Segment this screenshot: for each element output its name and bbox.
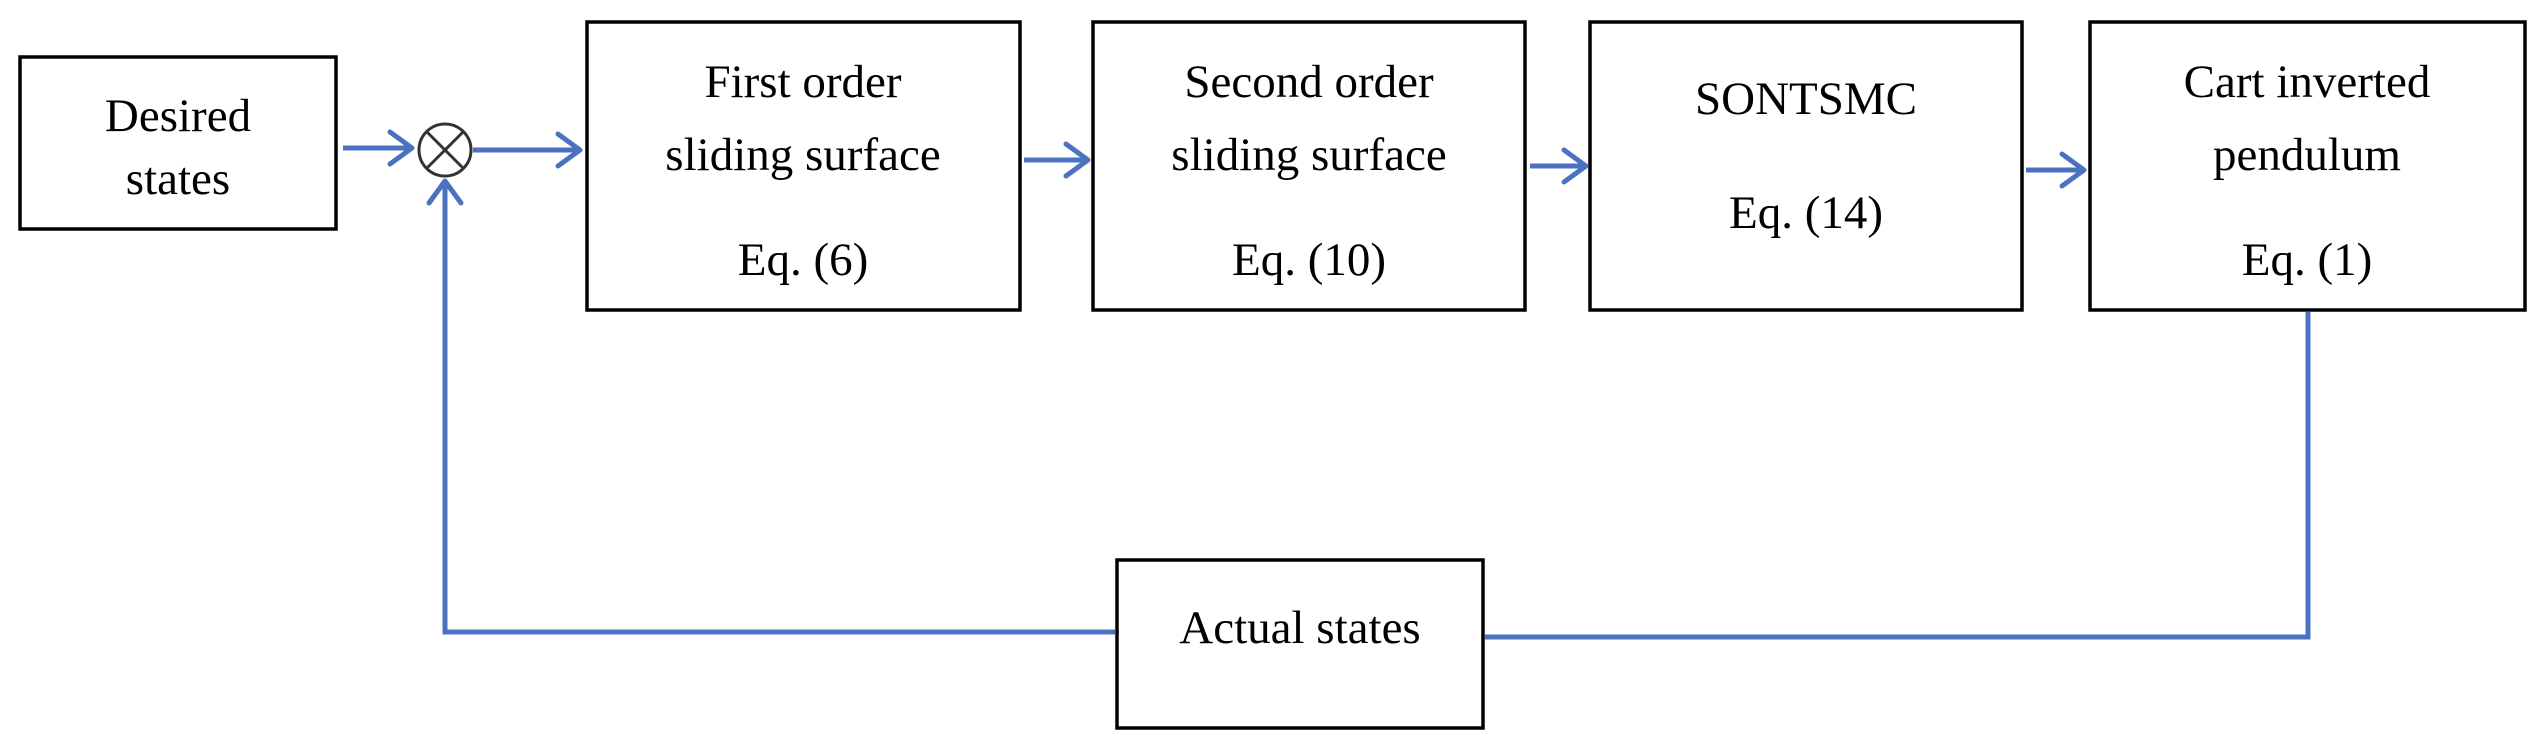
cart-inverted-pendulum-block: Cart inverted pendulum Eq. (1) — [2088, 20, 2527, 312]
first-order-equation-ref: Eq. (6) — [738, 234, 869, 286]
second-order-title-line-1: Second order — [1184, 56, 1434, 108]
plant-title-line-2: pendulum — [2213, 129, 2401, 181]
sontsmc-equation-ref: Eq. (14) — [1729, 187, 1883, 239]
desired-to-sum-arrow — [343, 129, 415, 167]
sontsmc-block: SONTSMC Eq. (14) — [1588, 20, 2024, 312]
actual-states-label: Actual states — [1179, 602, 1420, 654]
first-order-title-line-2: sliding surface — [665, 129, 940, 181]
desired-states-line-2: states — [126, 153, 230, 205]
second-order-to-sontsmc-arrow — [1530, 147, 1589, 185]
sontsmc-to-plant-arrow — [2026, 151, 2087, 189]
actual-to-sum-feedback-arrow — [426, 178, 1115, 635]
plant-equation-ref: Eq. (1) — [2242, 234, 2373, 286]
summing-junction-icon — [417, 122, 473, 178]
desired-states-line-1: Desired — [105, 90, 251, 142]
plant-to-actual-feedback-line — [1485, 312, 2311, 640]
sontsmc-title: SONTSMC — [1695, 73, 1917, 125]
second-order-equation-ref: Eq. (10) — [1232, 234, 1386, 286]
first-to-second-order-arrow — [1024, 141, 1091, 179]
actual-states-block: Actual states — [1115, 558, 1485, 730]
first-order-title-line-1: First order — [704, 56, 901, 108]
second-order-title-line-2: sliding surface — [1171, 129, 1446, 181]
desired-states-block: Desired states — [18, 55, 338, 231]
sum-to-first-order-arrow — [473, 131, 583, 169]
plant-title-line-1: Cart inverted — [2184, 56, 2431, 108]
second-order-sliding-surface-block: Second order sliding surface Eq. (10) — [1091, 20, 1527, 312]
first-order-sliding-surface-block: First order sliding surface Eq. (6) — [585, 20, 1022, 312]
